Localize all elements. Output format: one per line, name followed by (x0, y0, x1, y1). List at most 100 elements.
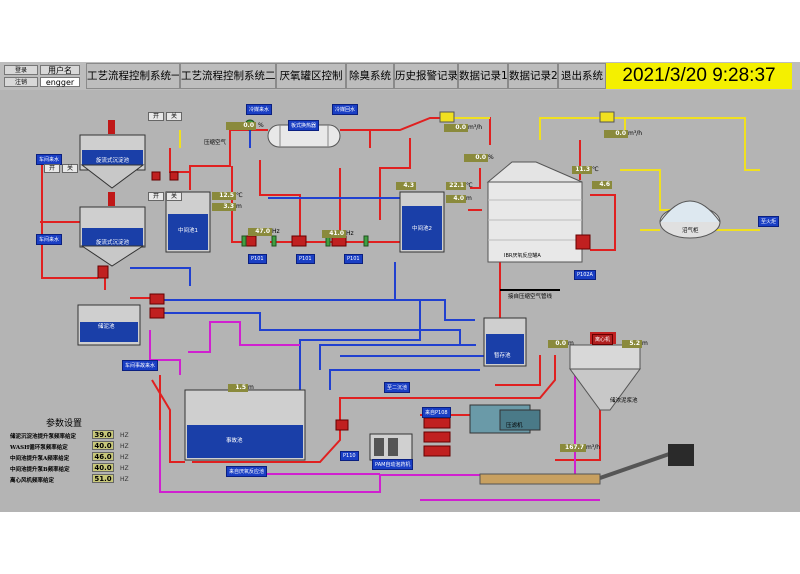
level5-unit: m (568, 340, 574, 347)
sedimentation-tank-2 (79, 192, 146, 267)
tab-data-2[interactable]: 数据记录2 (508, 63, 558, 89)
intermediate-tank-1 (165, 191, 211, 253)
level3-value: 4.0 (446, 195, 466, 203)
sludge-pool-label: 储泥池 (98, 324, 115, 330)
param-1-value[interactable]: 39.0 (92, 430, 114, 439)
hz2-value: 41.0 (322, 230, 346, 238)
header-bar: 登录 用户名 注销 engger 工艺流程控制系统一 工艺流程控制系统二 厌氧罐… (0, 62, 800, 90)
param-3-unit: HZ (120, 454, 129, 461)
valve2-open-button[interactable]: 开 (44, 164, 60, 173)
valve1-open-button[interactable]: 开 (148, 112, 164, 121)
param-3-value[interactable]: 46.0 (92, 452, 114, 461)
valve2-close-button[interactable]: 关 (62, 164, 78, 173)
sedimentation-tank-1 (79, 120, 146, 189)
datetime-display: 2021/3/20 9:28:37 (606, 63, 792, 89)
param-4-value[interactable]: 40.0 (92, 463, 114, 472)
flow-meter-1 (439, 111, 455, 123)
temp3-value: 11.3 (572, 166, 592, 174)
level7-unit: m (248, 384, 254, 391)
anaerobic-label: IBR厌氧反应罐A (504, 253, 541, 259)
cold-water-in-label: 冷媒来水 (246, 104, 273, 115)
valve3-open-button[interactable]: 开 (148, 192, 164, 201)
buffer-pool (483, 317, 527, 367)
tab-alarm-history[interactable]: 历史报警记录 (394, 63, 458, 89)
temp3-unit: ℃ (592, 166, 599, 173)
workshop-inflow-2-label: 车间来水 (36, 234, 63, 245)
param-4-name: 中间池提升泵B频率给定 (10, 467, 70, 473)
intermediate-tank-2 (399, 191, 445, 253)
level5-value: 0.0 (548, 340, 568, 348)
login-button[interactable]: 登录 (4, 65, 38, 75)
hz2-unit: Hz (346, 230, 354, 237)
param-5-name: 离心风机频率给定 (10, 478, 55, 484)
valve3-close-button[interactable]: 关 (166, 192, 182, 201)
param-title: 参数设置 (46, 419, 83, 429)
tab-deodor[interactable]: 除臭系统 (346, 63, 394, 89)
pam-dosing-machine (369, 433, 413, 461)
compress-line-label: 接自压缩空气管线 (508, 294, 553, 300)
intermediate2-label: 中间池2 (412, 226, 432, 232)
sludge-storage-pool (77, 304, 141, 346)
filter-press (469, 404, 541, 434)
accident-pool-label: 事故池 (226, 438, 243, 444)
sludge-cone-label: 储浓泥浆池 (610, 398, 638, 404)
temp1-value: 12.5 (212, 192, 236, 200)
param-1-name: 储泥沉淀池提升泵频率给定 (10, 434, 77, 440)
compressed-air-label: 压缩空气 (204, 140, 227, 146)
flow-meter-2 (599, 111, 615, 123)
level6-unit: m (642, 340, 648, 347)
tab-anaerobic[interactable]: 厌氧罐区控制 (276, 63, 346, 89)
param-1-unit: HZ (120, 432, 129, 439)
flow3-unit: m³/h (586, 444, 601, 451)
param-3-name: 中间池提升泵A频率给定 (10, 456, 70, 462)
to-flare-label: 至火炬 (758, 216, 780, 227)
hz1-value: 47.0 (248, 228, 272, 236)
flow1-value: 0.0 (444, 124, 468, 132)
logout-button[interactable]: 注销 (4, 77, 38, 87)
pump-p102a-label: P102A (574, 270, 596, 280)
level7-value: 1.5 (228, 384, 248, 392)
heat-exchanger-label: 板式换热器 (288, 120, 320, 131)
flow2-unit: m³/h (628, 130, 643, 137)
valve2-opening-value: 0.0 (464, 154, 488, 162)
tank1-label: 旋流式沉淀池 (96, 158, 130, 164)
level1-unit: m (236, 203, 242, 210)
param-5-unit: HZ (120, 476, 129, 483)
user-label: 用户名 (40, 65, 80, 75)
level4-value: 4.6 (592, 181, 612, 189)
param-5-value[interactable]: 51.0 (92, 474, 114, 483)
tank2-label: 旋流式沉淀池 (96, 240, 130, 246)
conveyor (479, 444, 694, 485)
level1-value: 3.3 (212, 203, 236, 211)
flow3-value: 167.7 (560, 444, 586, 452)
tab-data-1[interactable]: 数据记录1 (458, 63, 508, 89)
workshop-discharge-label: 车间事故来水 (122, 360, 159, 371)
temp1-unit: ℃ (236, 192, 243, 199)
buffer-pool-label: 暂存池 (494, 353, 511, 359)
anaerobic-reactor (486, 161, 583, 263)
param-4-unit: HZ (120, 465, 129, 472)
param-2-value[interactable]: 40.0 (92, 441, 114, 450)
hz1-unit: Hz (272, 228, 280, 235)
temp2-value: 22.1 (446, 182, 466, 190)
tab-process-1[interactable]: 工艺流程控制系统一 (86, 63, 180, 89)
param-2-name: WASH循环泵频率给定 (10, 445, 68, 451)
cold-water-return-label: 冷媒回水 (332, 104, 359, 115)
username-field: engger (40, 77, 80, 87)
level2-value: 4.3 (396, 182, 416, 190)
flow2-value: 0.0 (604, 130, 628, 138)
accident-pool (184, 389, 306, 461)
process-canvas: 冷媒来水 冷媒回水 板式换热器 压缩空气 车间来水 车间来水 旋流式沉淀池 旋流… (0, 62, 800, 512)
valve1-opening-value: 0.0 (226, 122, 256, 130)
valve2-opening-unit: % (488, 154, 494, 161)
valve1-close-button[interactable]: 关 (166, 112, 182, 121)
biogas-holder (659, 200, 721, 239)
pam-label: PAM自动泡药机 (372, 459, 414, 470)
flow1-unit: m³/h (468, 124, 483, 131)
temp2-unit: ℃ (466, 182, 473, 189)
intermediate1-label: 中间池1 (178, 228, 198, 234)
pump-p110-label: P110 (340, 451, 359, 461)
biogas-label: 沼气柜 (682, 228, 699, 234)
tab-exit[interactable]: 退出系统 (558, 63, 606, 89)
tab-process-2[interactable]: 工艺流程控制系统二 (180, 63, 276, 89)
